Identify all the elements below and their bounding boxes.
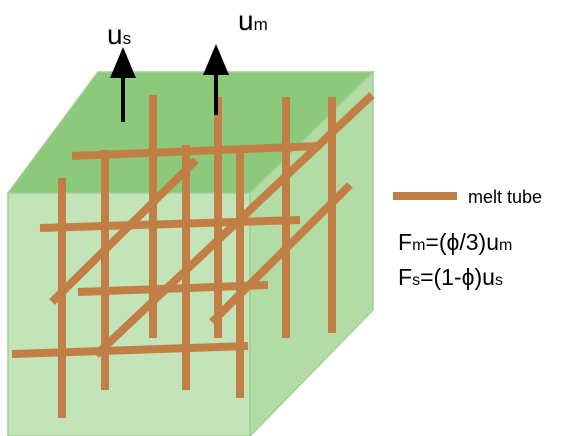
velocity-arrows <box>110 44 229 122</box>
label-us: us <box>107 19 131 50</box>
label-us-sub: s <box>123 29 132 48</box>
equation-fs-rhs: =(1-ϕ)u <box>420 264 495 290</box>
equation-fm-lhs: F <box>398 229 412 255</box>
melt-tube-network <box>11 92 375 418</box>
label-um-sub: m <box>254 15 268 34</box>
melt-tube-diagonal <box>209 182 353 325</box>
equation-fm: Fm=(ϕ/3)um <box>398 229 512 255</box>
equation-fs-rhs-sub: s <box>495 272 503 289</box>
melt-tube-horizontal <box>39 216 301 232</box>
melt-tube-diagonal <box>93 92 375 358</box>
melt-tube-horizontal <box>11 342 249 358</box>
arrow-um-head <box>203 44 229 75</box>
equation-fm-lhs-sub: m <box>412 237 425 254</box>
equation-fm-rhs: =(ϕ/3)u <box>425 229 499 255</box>
legend-label: melt tube <box>468 187 542 207</box>
equation-fs: Fs=(1-ϕ)us <box>398 264 503 290</box>
equation-fm-rhs-sub: m <box>499 237 512 254</box>
equation-fs-lhs-sub: s <box>412 272 420 289</box>
label-um: um <box>238 5 268 36</box>
melt-tube-horizontal <box>71 142 321 160</box>
arrow-us-head <box>110 47 136 78</box>
label-us-base: u <box>107 19 123 50</box>
label-um-base: u <box>238 5 254 36</box>
equation-fs-lhs: F <box>398 264 412 290</box>
melt-tube-diagonal <box>49 157 199 305</box>
legend: melt tube <box>393 187 542 207</box>
legend-swatch-melt-tube <box>393 192 457 200</box>
